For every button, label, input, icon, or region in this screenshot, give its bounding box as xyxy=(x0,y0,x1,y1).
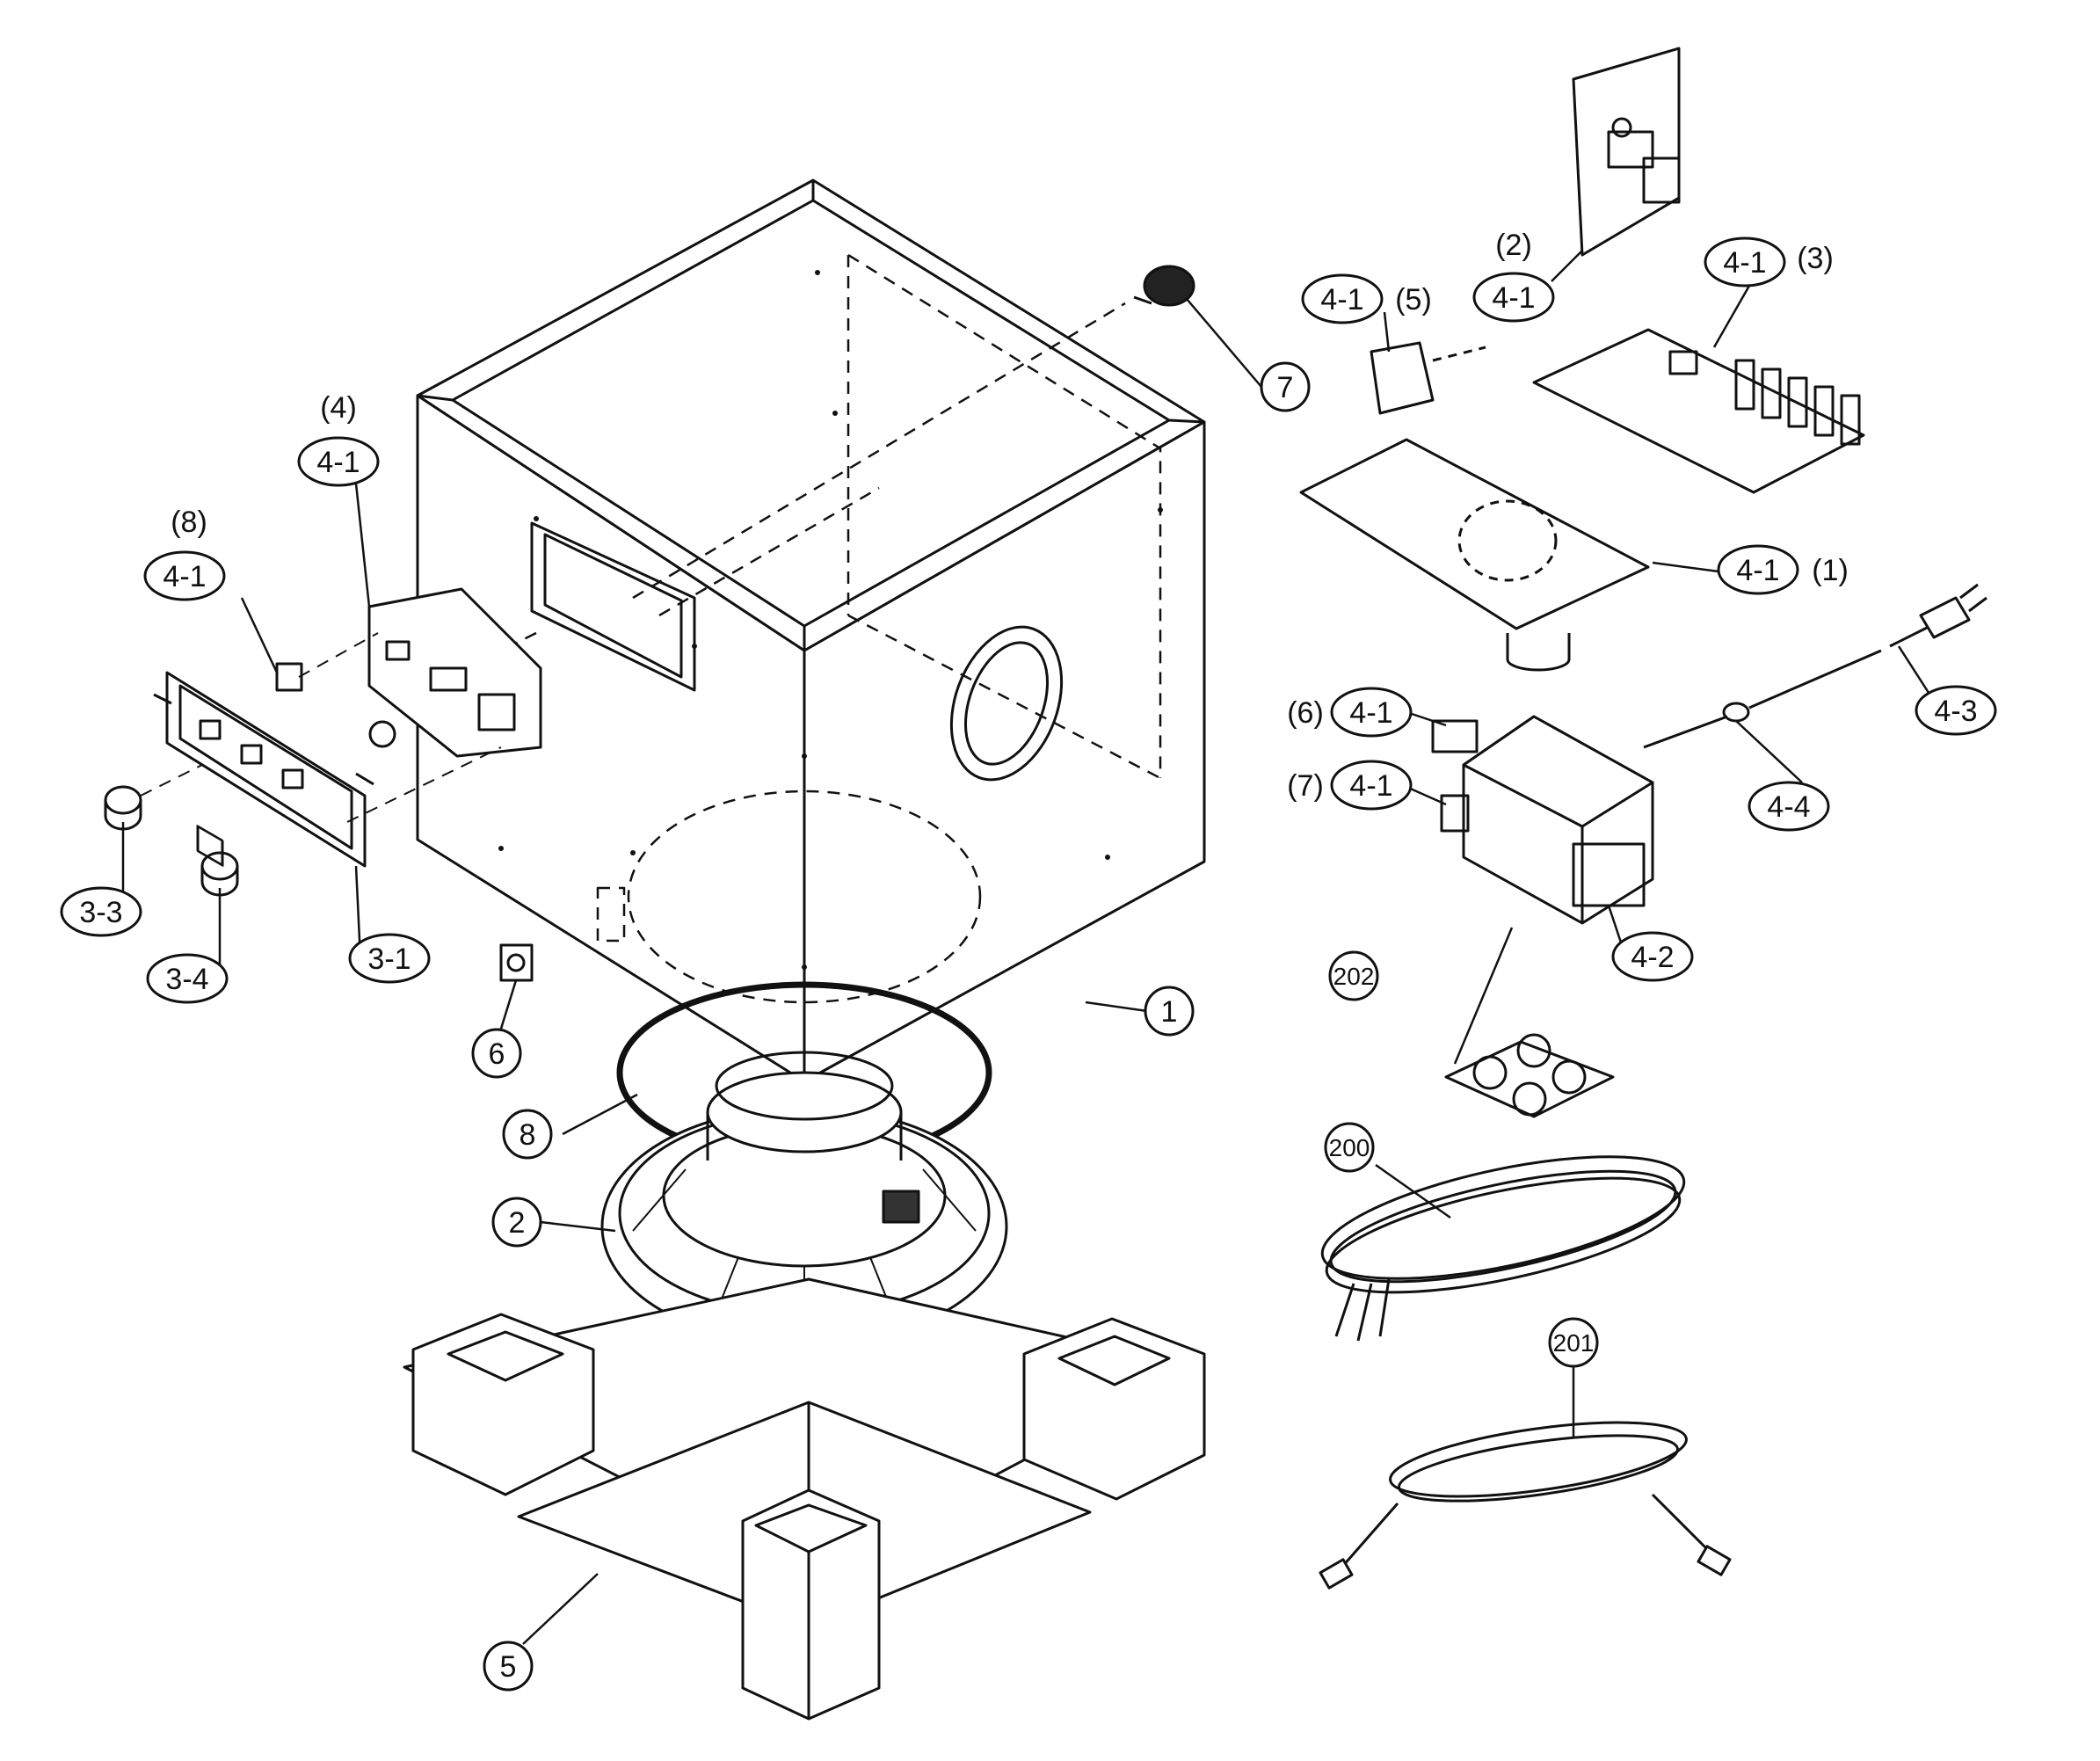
callout-label: 1 xyxy=(1161,995,1178,1029)
callout-4-1-part8: 4-1 xyxy=(143,550,226,601)
callout-3-4: 3-4 xyxy=(146,953,229,1004)
sub-label-7: (7) xyxy=(1287,769,1324,803)
base-stand-drawing xyxy=(403,1277,1206,1721)
callout-200: 200 xyxy=(1324,1122,1375,1173)
woofer-drawing xyxy=(600,1051,1008,1347)
sub-label-5: (5) xyxy=(1395,283,1432,317)
callout-4-1-part4: 4-1 xyxy=(297,436,380,487)
callout-label: 7 xyxy=(1277,371,1294,404)
callout-4-1-part6: 4-1 xyxy=(1330,687,1413,738)
rca-cable-drawing xyxy=(1319,1421,1732,1590)
callout-label: 8 xyxy=(520,1118,536,1152)
callout-4-3: 4-3 xyxy=(1915,685,1997,736)
callout-1: 1 xyxy=(1144,986,1195,1037)
callout-label: 200 xyxy=(1329,1134,1370,1161)
rubber-cap-drawing xyxy=(1133,265,1195,307)
callout-label: 3-4 xyxy=(165,963,208,996)
callout-label: 4-1 xyxy=(316,446,360,479)
callout-6: 6 xyxy=(471,1028,522,1079)
callout-4-1-part2: 4-1 xyxy=(1472,272,1555,323)
callout-label: 3-3 xyxy=(79,896,122,929)
foot-pads-drawing xyxy=(1444,1033,1615,1118)
switch-5-drawing xyxy=(1370,341,1486,415)
callout-2: 2 xyxy=(491,1197,542,1248)
callout-label: 4-2 xyxy=(1631,941,1674,974)
callout-202: 202 xyxy=(1328,950,1379,1001)
pcb-1-drawing xyxy=(1299,438,1650,672)
callout-label: 4-1 xyxy=(163,560,206,593)
callout-label: 6 xyxy=(489,1037,505,1071)
callout-label: 4-1 xyxy=(1349,769,1392,803)
sub-label-3: (3) xyxy=(1797,242,1834,275)
cabinet-drawing xyxy=(395,178,1206,1083)
callout-label: 4-1 xyxy=(1320,283,1363,317)
callout-label: 4-1 xyxy=(1723,246,1766,280)
front-panel-drawing xyxy=(153,671,374,868)
switch-pcb-8-drawing xyxy=(275,662,303,692)
callout-4-2: 4-2 xyxy=(1611,931,1694,982)
callout-201: 201 xyxy=(1548,1317,1599,1368)
callout-4-1-part3: 4-1 xyxy=(1704,236,1786,287)
callout-label: 4-3 xyxy=(1934,695,1977,728)
callout-label: 201 xyxy=(1553,1329,1595,1357)
sub-label-2: (2) xyxy=(1495,229,1532,262)
callout-8: 8 xyxy=(502,1109,553,1160)
callout-7: 7 xyxy=(1260,361,1311,412)
speaker-cable-drawing xyxy=(1320,1155,1686,1342)
callout-4-1-part7: 4-1 xyxy=(1330,760,1413,811)
callout-label: 2 xyxy=(509,1206,526,1240)
callout-3-1: 3-1 xyxy=(348,933,431,984)
callout-4-1-part1: 4-1 xyxy=(1717,544,1799,595)
sub-label-1: (1) xyxy=(1812,554,1849,587)
sub-label-6: (6) xyxy=(1287,696,1324,730)
callout-label: 4-1 xyxy=(1349,696,1392,730)
leader-lines xyxy=(121,250,1940,1645)
callout-4-4: 4-4 xyxy=(1748,781,1830,832)
callout-label: 4-1 xyxy=(1736,554,1779,587)
callout-label: 4-4 xyxy=(1767,790,1810,824)
callout-5: 5 xyxy=(483,1641,534,1692)
pcb-4-drawing xyxy=(367,587,542,758)
sub-label-4: (4) xyxy=(320,391,357,425)
pcb-2-drawing xyxy=(1572,47,1681,257)
pcb-3-drawing xyxy=(1532,328,1865,494)
transformer-drawing xyxy=(1431,715,1654,925)
callout-label: 3-1 xyxy=(367,942,411,976)
power-cord-drawing xyxy=(1643,583,1987,749)
jack-drawing xyxy=(499,943,534,982)
callout-3-3: 3-3 xyxy=(60,886,142,937)
callout-label: 4-1 xyxy=(1492,281,1535,315)
sub-label-8: (8) xyxy=(171,506,207,539)
callout-4-1-part5: 4-1 xyxy=(1301,273,1384,324)
callout-label: 5 xyxy=(500,1650,517,1684)
callout-label: 202 xyxy=(1333,963,1375,990)
